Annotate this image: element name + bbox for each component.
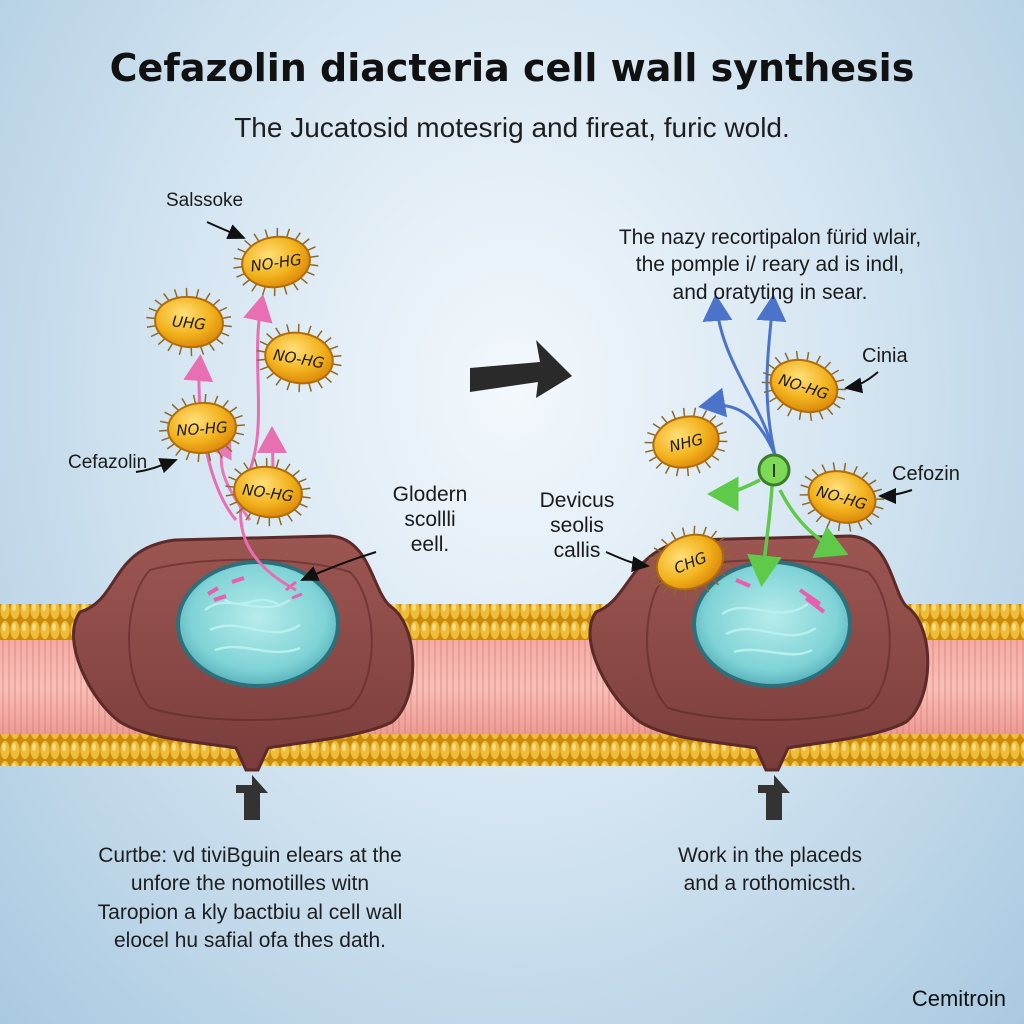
label-cefozin: Cefozin — [892, 463, 960, 485]
blue-arrows — [698, 294, 787, 456]
label-pointers — [135, 221, 913, 581]
label-cinia: Cinia — [862, 345, 908, 367]
caption-right: Work in the placeds and a rothomicsth. — [677, 844, 863, 896]
molecule: NHG — [644, 407, 728, 477]
center-node: I — [757, 453, 791, 487]
molecule: NO-HG — [256, 323, 342, 393]
up-arrow-right — [758, 775, 790, 820]
nucleus — [176, 560, 340, 688]
watermark: Cemitroin — [911, 986, 1006, 1011]
molecule: NO-HG — [225, 457, 311, 527]
label-cefazolin: Cefazolin — [68, 452, 148, 473]
molecule-group: NO-HG UHG NO-HG NO-HG NO-HG NO-HG NHG NO-HG CHG — [146, 227, 885, 599]
label-devicus: Devicus seolis callis — [539, 489, 615, 563]
process-arrow — [470, 340, 572, 398]
page-title: Cefazolin diacteria cell wall synthesis — [109, 46, 915, 90]
molecule: NO-HG — [761, 350, 847, 422]
page-subtitle: The Jucatosid motesrig and fireat, furic… — [234, 112, 790, 143]
membrane-bottom-layer — [0, 734, 1024, 766]
green-arrows — [707, 476, 849, 587]
label-glodern: Glodern scollli eell. — [392, 483, 468, 557]
molecule: UHG — [146, 287, 232, 357]
nucleus — [692, 560, 852, 688]
molecule-label: NO-HG — [176, 418, 228, 440]
left-cell — [72, 534, 415, 772]
svg-text:I: I — [771, 461, 776, 481]
molecule: CHG — [647, 525, 733, 599]
label-right-description: The nazy recortipalon fürid wlair, the p… — [618, 226, 922, 304]
label-salssoke: Salssoke — [166, 190, 244, 211]
up-arrow-left — [236, 775, 268, 820]
molecule: NO-HG — [233, 227, 319, 297]
molecule-label: UHG — [171, 312, 207, 333]
caption-left: Curtbe: vd tiviBguin elears at the unfor… — [97, 844, 403, 953]
molecule: NO-HG — [159, 393, 245, 463]
molecule: NO-HG — [799, 462, 885, 532]
